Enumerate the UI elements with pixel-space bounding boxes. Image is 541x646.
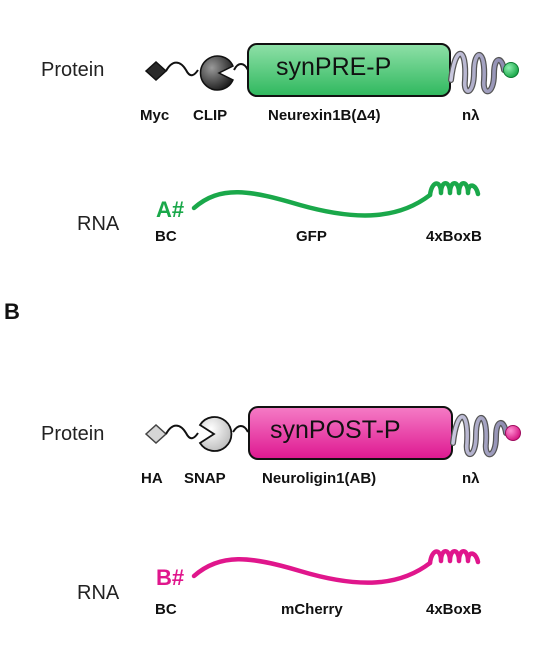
construct-a-rna (191, 181, 481, 218)
boxb-hairpins-b (427, 549, 481, 566)
rna-row-label-b: RNA (77, 582, 120, 604)
part-label-clip: CLIP (193, 107, 228, 124)
rna-label-bc-a: BC (155, 228, 177, 245)
panel-letter-b: B (4, 299, 20, 324)
gfp-rna-strand (191, 190, 433, 218)
snap-tag-pacman (198, 416, 233, 452)
lambda-coil-a-fill (449, 52, 506, 93)
part-label-ha: HA (141, 470, 163, 487)
pink-terminal-dot (505, 425, 521, 441)
part-label-neuroligin: Neuroligin1(AB) (262, 470, 377, 487)
rna-label-mcherry: mCherry (281, 601, 343, 618)
ha-tag-diamond (144, 423, 168, 445)
clip-linker (233, 63, 249, 71)
barcode-tag-b: B# (156, 565, 185, 590)
protein-row-label-a: Protein (41, 59, 105, 81)
boxb-hairpins-a (427, 181, 481, 198)
part-label-nlambda-a: nλ (462, 107, 480, 124)
part-label-snap: SNAP (184, 470, 226, 487)
protein-row-label-b: Protein (41, 423, 105, 445)
construct-b-rna (191, 549, 481, 585)
construct-b-protein (144, 406, 521, 460)
mcherry-rna-strand (191, 557, 433, 585)
synpre-p-label: synPRE-P (276, 53, 392, 81)
rna-label-boxb-b: 4xBoxB (426, 601, 482, 618)
part-label-myc: Myc (140, 107, 170, 124)
myc-tag-diamond (144, 60, 168, 82)
part-label-nlambda-b: nλ (462, 470, 480, 487)
lambda-coil-b-fill (451, 415, 508, 456)
rna-row-label-a: RNA (77, 213, 120, 235)
clip-tag-pacman (199, 55, 234, 91)
rna-label-bc-b: BC (155, 601, 177, 618)
part-label-neurexin: Neurexin1B(Δ4) (268, 107, 381, 124)
green-terminal-dot (503, 62, 519, 78)
ha-linker (165, 424, 199, 440)
synpost-p-label: synPOST-P (270, 416, 401, 444)
rna-label-boxb-a: 4xBoxB (426, 228, 482, 245)
construct-a-protein (144, 43, 519, 97)
myc-linker (165, 61, 199, 77)
snap-linker (232, 425, 249, 433)
rna-label-gfp: GFP (296, 228, 327, 245)
barcode-tag-a: A# (156, 197, 185, 222)
